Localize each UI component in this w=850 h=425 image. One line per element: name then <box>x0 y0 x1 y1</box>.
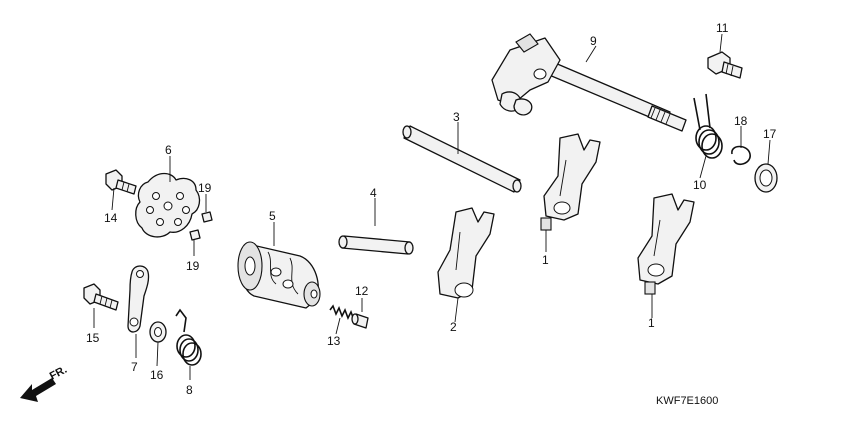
label-part-15: 15 <box>86 331 100 345</box>
fork-shaft-4 <box>338 235 414 255</box>
label-part-19-lower: 19 <box>186 259 200 273</box>
front-arrow-icon <box>20 378 56 402</box>
bolt-15 <box>83 283 119 311</box>
label-part-9: 9 <box>590 34 597 48</box>
label-part-11: 11 <box>716 21 729 35</box>
label-part-1-lower: 1 <box>648 316 655 330</box>
label-part-10: 10 <box>693 178 707 192</box>
pin-12 <box>351 313 369 329</box>
label-part-17: 17 <box>763 127 777 141</box>
label-part-3: 3 <box>453 110 460 124</box>
shift-fork-1-upper <box>540 133 601 231</box>
label-part-7: 7 <box>131 360 138 374</box>
diagram-code: KWF7E1600 <box>656 395 718 407</box>
shift-fork-1-lower <box>637 193 695 295</box>
center-plate-6 <box>135 172 201 238</box>
label-part-18: 18 <box>734 114 748 128</box>
part-labels: 9 11 3 4 5 6 14 19 19 1 1 2 10 18 17 12 … <box>86 21 777 397</box>
label-part-5: 5 <box>269 209 276 223</box>
label-part-13: 13 <box>327 334 341 348</box>
stopper-spring-8 <box>175 308 202 366</box>
label-part-6: 6 <box>165 143 172 157</box>
leader-lines <box>93 33 771 380</box>
dowel-pin-19-lower <box>189 229 201 241</box>
label-part-2: 2 <box>450 320 457 334</box>
washer-17 <box>754 163 778 193</box>
bolt-11 <box>707 51 743 79</box>
washer-16 <box>149 321 167 343</box>
shift-fork-2 <box>437 207 495 299</box>
front-direction-label: FR. <box>48 364 69 383</box>
circlip-18 <box>731 145 751 166</box>
label-part-12: 12 <box>355 284 369 298</box>
label-part-1-upper: 1 <box>542 253 549 267</box>
label-part-4: 4 <box>370 186 377 200</box>
bolt-14 <box>105 169 137 195</box>
front-direction-indicator: FR. <box>20 364 69 402</box>
return-spring-10 <box>693 93 723 159</box>
label-part-8: 8 <box>186 383 193 397</box>
label-part-19-upper: 19 <box>198 181 212 195</box>
fork-shaft-3 <box>402 125 522 193</box>
label-part-16: 16 <box>150 368 164 382</box>
spring-13 <box>329 304 355 321</box>
dowel-pin-19-upper <box>201 211 213 223</box>
stopper-arm-7 <box>127 265 150 333</box>
shift-drum-5 <box>237 241 321 309</box>
label-part-14: 14 <box>104 211 118 225</box>
gearshift-spindle <box>491 33 687 132</box>
